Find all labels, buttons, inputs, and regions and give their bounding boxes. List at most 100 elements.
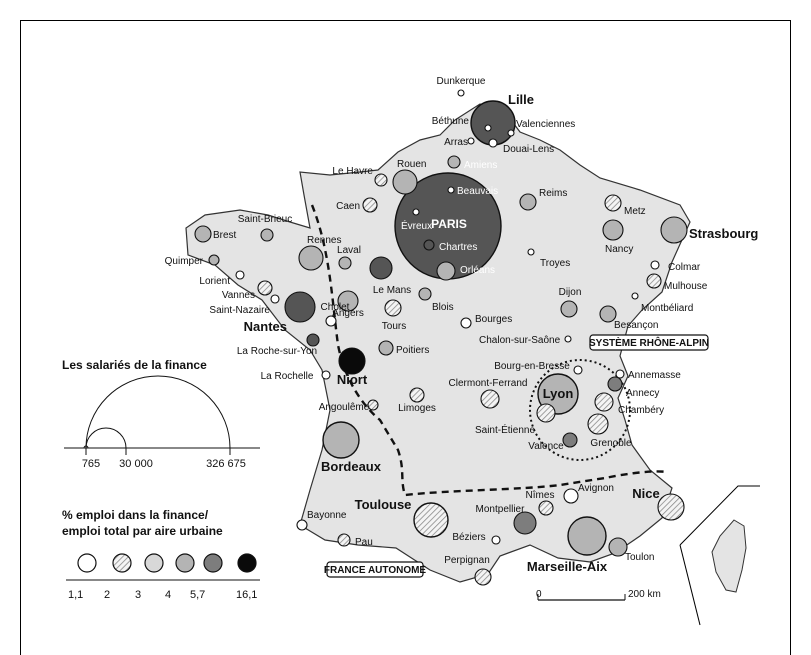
city-label-bethune: Béthune xyxy=(432,116,470,127)
city-label-vannes: Vannes xyxy=(222,290,255,301)
city-label-besancon: Besançon xyxy=(614,320,658,331)
city-marker-reims xyxy=(519,193,537,211)
city-marker-bourg-en-bresse xyxy=(573,365,583,375)
city-label-avignon: Avignon xyxy=(578,483,614,494)
city-label-marseille-aix: Marseille-Aix xyxy=(527,559,608,574)
city-marker-beauvais xyxy=(447,186,455,194)
city-marker-saint-brieuc xyxy=(260,228,274,242)
city-marker-chambery xyxy=(594,392,614,412)
pct-value-6: 16,1 xyxy=(236,589,257,601)
city-label-nancy: Nancy xyxy=(605,244,633,255)
city-marker-orleans xyxy=(436,261,456,281)
city-marker-chalon-sur-saone xyxy=(564,335,572,343)
city-marker-quimper xyxy=(208,254,220,266)
city-label-chalon-sur-saone: Chalon-sur-Saône xyxy=(479,335,561,346)
city-marker-lille xyxy=(470,100,516,146)
city-marker-clermont-ferrand xyxy=(480,389,500,409)
city-marker-pau xyxy=(337,533,351,547)
city-label-strasbourg: Strasbourg xyxy=(689,226,758,241)
city-marker-bethune xyxy=(484,124,492,132)
city-label-nimes: Nîmes xyxy=(526,490,555,501)
city-marker-metz xyxy=(604,194,622,212)
city-label-annecy: Annecy xyxy=(626,388,659,399)
city-label-valence: Valence xyxy=(528,441,564,452)
city-label-evreux: Évreux xyxy=(401,219,432,232)
corsica xyxy=(711,519,747,593)
city-marker-mulhouse xyxy=(646,273,662,289)
city-label-douai-lens: Douai-Lens xyxy=(503,144,554,155)
city-marker-montbeliard xyxy=(631,292,639,300)
city-label-limoges: Limoges xyxy=(398,403,436,414)
city-label-rennes: Rennes xyxy=(307,235,341,246)
city-label-nantes: Nantes xyxy=(244,319,287,334)
city-marker-marseille-aix xyxy=(567,516,607,556)
city-label-grenoble: Grenoble xyxy=(590,438,632,449)
city-marker-poitiers xyxy=(378,340,394,356)
city-label-niort: Niort xyxy=(337,372,368,387)
city-marker-beziers xyxy=(491,535,501,545)
corsica-inset-border xyxy=(679,485,760,546)
city-marker-brest xyxy=(194,225,212,243)
rhone-alpin-boundary xyxy=(529,359,631,461)
city-label-quimper: Quimper xyxy=(165,256,204,267)
city-marker-caen xyxy=(362,197,378,213)
city-marker-dunkerque xyxy=(457,89,465,97)
city-label-montbeliard: Montbéliard xyxy=(641,303,693,314)
city-label-bourg-en-bresse: Bourg-en-Bresse xyxy=(494,361,570,372)
city-label-valenciennes: Valenciennes xyxy=(516,119,575,130)
pct-value-2: 2 xyxy=(104,589,110,601)
city-label-mulhouse: Mulhouse xyxy=(664,281,708,292)
city-label-blois: Blois xyxy=(432,302,454,313)
pct-value-3: 3 xyxy=(135,589,141,601)
city-label-lille: Lille xyxy=(508,92,534,107)
city-label-saint-nazaire: Saint-Nazaire xyxy=(209,305,270,316)
system-rhone-alpin-box xyxy=(589,334,709,351)
city-marker-laval xyxy=(338,256,352,270)
city-label-lorient: Lorient xyxy=(199,276,230,287)
city-label-la-roche-sur-yon: La Roche-sur-Yon xyxy=(237,346,317,357)
city-marker-nancy xyxy=(602,219,624,241)
map-frame xyxy=(20,20,791,655)
city-label-saint-brieuc: Saint-Brieuc xyxy=(238,214,292,225)
city-marker-rouen xyxy=(392,169,418,195)
size-value-3: 326 675 xyxy=(206,458,246,470)
city-marker-valenciennes xyxy=(507,129,515,137)
city-label-toulon: Toulon xyxy=(625,552,654,563)
pct-value-1: 1,1 xyxy=(68,589,83,601)
city-marker-limoges xyxy=(409,387,425,403)
france-autonome-boundary xyxy=(310,204,669,497)
city-marker-toulon xyxy=(608,537,628,557)
city-label-paris: PARIS xyxy=(431,217,467,231)
city-marker-strasbourg xyxy=(660,216,688,244)
city-label-cholet: Cholet xyxy=(321,302,350,313)
city-marker-la-roche-sur-yon xyxy=(306,333,320,347)
city-marker-douai-lens xyxy=(488,138,498,148)
city-label-perpignan: Perpignan xyxy=(444,555,490,566)
city-marker-tours xyxy=(384,299,402,317)
city-label-pau: Pau xyxy=(355,537,373,548)
scale-end: 200 km xyxy=(628,589,661,600)
city-marker-bordeaux xyxy=(322,421,360,459)
city-marker-nantes xyxy=(284,291,316,323)
city-label-toulouse: Toulouse xyxy=(355,497,412,512)
size-value-2: 30 000 xyxy=(119,458,153,470)
city-label-tours: Tours xyxy=(382,321,406,332)
city-marker-saint-nazaire xyxy=(270,294,280,304)
city-marker-rennes xyxy=(298,245,324,271)
system-rhone-alpin-label: SYSTÈME RHÔNE-ALPIN xyxy=(589,336,709,349)
size-value-1: 765 xyxy=(82,458,100,470)
city-marker-le-havre xyxy=(374,173,388,187)
city-label-angers: Angers xyxy=(332,308,364,319)
city-label-dunkerque: Dunkerque xyxy=(437,76,486,87)
city-label-annemasse: Annemasse xyxy=(628,370,681,381)
city-label-la-rochelle: La Rochelle xyxy=(261,371,314,382)
city-marker-evreux xyxy=(412,208,420,216)
city-label-le-mans: Le Mans xyxy=(373,285,411,296)
city-label-colmar: Colmar xyxy=(668,262,701,273)
pct-legend-title-2: emploi total par aire urbaine xyxy=(62,524,223,538)
city-marker-arras xyxy=(467,137,475,145)
city-label-bordeaux: Bordeaux xyxy=(321,459,382,474)
city-marker-le-mans xyxy=(369,256,393,280)
city-label-beauvais: Beauvais xyxy=(457,186,498,197)
